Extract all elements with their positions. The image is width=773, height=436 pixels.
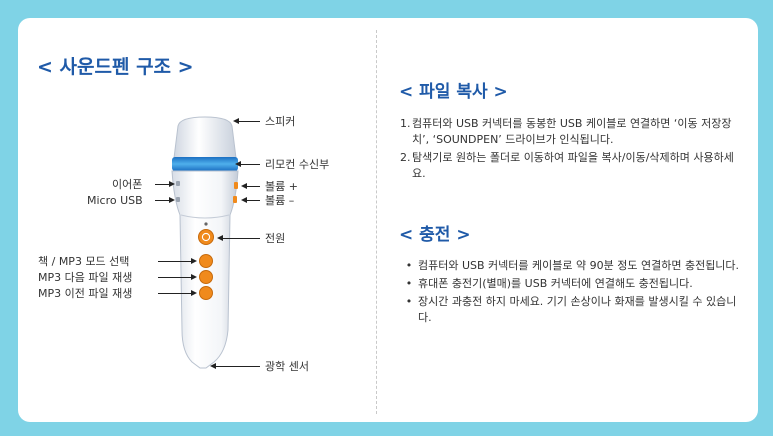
- list-item: 2. 탐색기로 원하는 폴더로 이동하여 파일을 복사/이동/삭제하며 사용하세…: [400, 150, 745, 182]
- item-text: 장시간 과충전 하지 마세요. 기기 손상이나 화재를 발생시킬 수 있습니다.: [418, 295, 737, 324]
- power-button: [198, 229, 214, 245]
- file-copy-title: < 파일 복사 >: [399, 82, 508, 102]
- pen-head: [173, 116, 237, 159]
- file-copy-list: 1. 컴퓨터와 USB 커넥터를 동봉한 USB 케이블로 연결하면 ‘이동 저…: [400, 116, 745, 184]
- speaker-line: [233, 118, 260, 124]
- next-line: [158, 274, 197, 280]
- list-item: • 장시간 과충전 하지 마세요. 기기 손상이나 화재를 발생시킬 수 있습니…: [400, 294, 745, 326]
- micro-usb-port: [176, 197, 180, 202]
- volume-up-key: [234, 182, 238, 189]
- volume-up-label: 볼륨 +: [265, 180, 298, 193]
- power-label: 전원: [265, 232, 286, 245]
- earphone-port: [176, 181, 180, 186]
- item-text: 컴퓨터와 USB 커넥터를 동봉한 USB 케이블로 연결하면 ‘이동 저장장치…: [412, 117, 732, 146]
- earphone-label: 이어폰: [112, 178, 143, 191]
- sensor-line: [210, 363, 260, 369]
- optical-sensor-label: 광학 센서: [265, 360, 309, 373]
- earphone-line: [155, 181, 175, 187]
- next-button: [199, 270, 213, 284]
- charging-list: • 컴퓨터와 USB 커넥터를 케이블로 약 90분 정도 연결하면 충전됩니다…: [400, 258, 745, 328]
- remote-receiver-label: 리모컨 수신부: [265, 158, 330, 171]
- micro-usb-label: Micro USB: [87, 194, 143, 207]
- mode-button: [199, 254, 213, 268]
- mode-label: 책 / MP3 모드 선택: [38, 255, 130, 268]
- bullet: •: [405, 259, 413, 272]
- next-label: MP3 다음 파일 재생: [38, 271, 133, 284]
- item-number: 1.: [400, 117, 411, 130]
- pen-body: [171, 170, 239, 369]
- list-item: 1. 컴퓨터와 USB 커넥터를 동봉한 USB 케이블로 연결하면 ‘이동 저…: [400, 116, 745, 148]
- volume-up-line: [241, 183, 260, 189]
- power-line: [217, 235, 260, 241]
- prev-label: MP3 이전 파일 재생: [38, 287, 133, 300]
- item-text: 탐색기로 원하는 폴더로 이동하여 파일을 복사/이동/삭제하며 사용하세요.: [412, 151, 734, 180]
- column-divider: [376, 30, 377, 414]
- volume-down-label: 볼륨 –: [265, 194, 295, 207]
- item-text: 휴대폰 충전기(별매)를 USB 커넥터에 연결해도 충전됩니다.: [418, 277, 693, 290]
- content-card: [18, 18, 758, 422]
- bullet: •: [405, 295, 413, 308]
- list-item: • 휴대폰 충전기(별매)를 USB 커넥터에 연결해도 충전됩니다.: [400, 276, 745, 292]
- remote-line: [235, 161, 260, 167]
- prev-button: [199, 286, 213, 300]
- structure-title: < 사운드펜 구조 >: [37, 56, 194, 78]
- speaker-label: 스피커: [265, 115, 296, 128]
- volume-down-key: [233, 196, 237, 203]
- mode-line: [158, 258, 197, 264]
- charging-title: < 충전 >: [399, 225, 471, 245]
- bullet: •: [405, 277, 413, 290]
- micro-usb-line: [155, 197, 175, 203]
- item-text: 컴퓨터와 USB 커넥터를 케이블로 약 90분 정도 연결하면 충전됩니다.: [418, 259, 740, 272]
- pen-band: [172, 157, 238, 171]
- list-item: • 컴퓨터와 USB 커넥터를 케이블로 약 90분 정도 연결하면 충전됩니다…: [400, 258, 745, 274]
- volume-down-line: [241, 197, 260, 203]
- prev-line: [158, 290, 197, 296]
- item-number: 2.: [400, 151, 411, 164]
